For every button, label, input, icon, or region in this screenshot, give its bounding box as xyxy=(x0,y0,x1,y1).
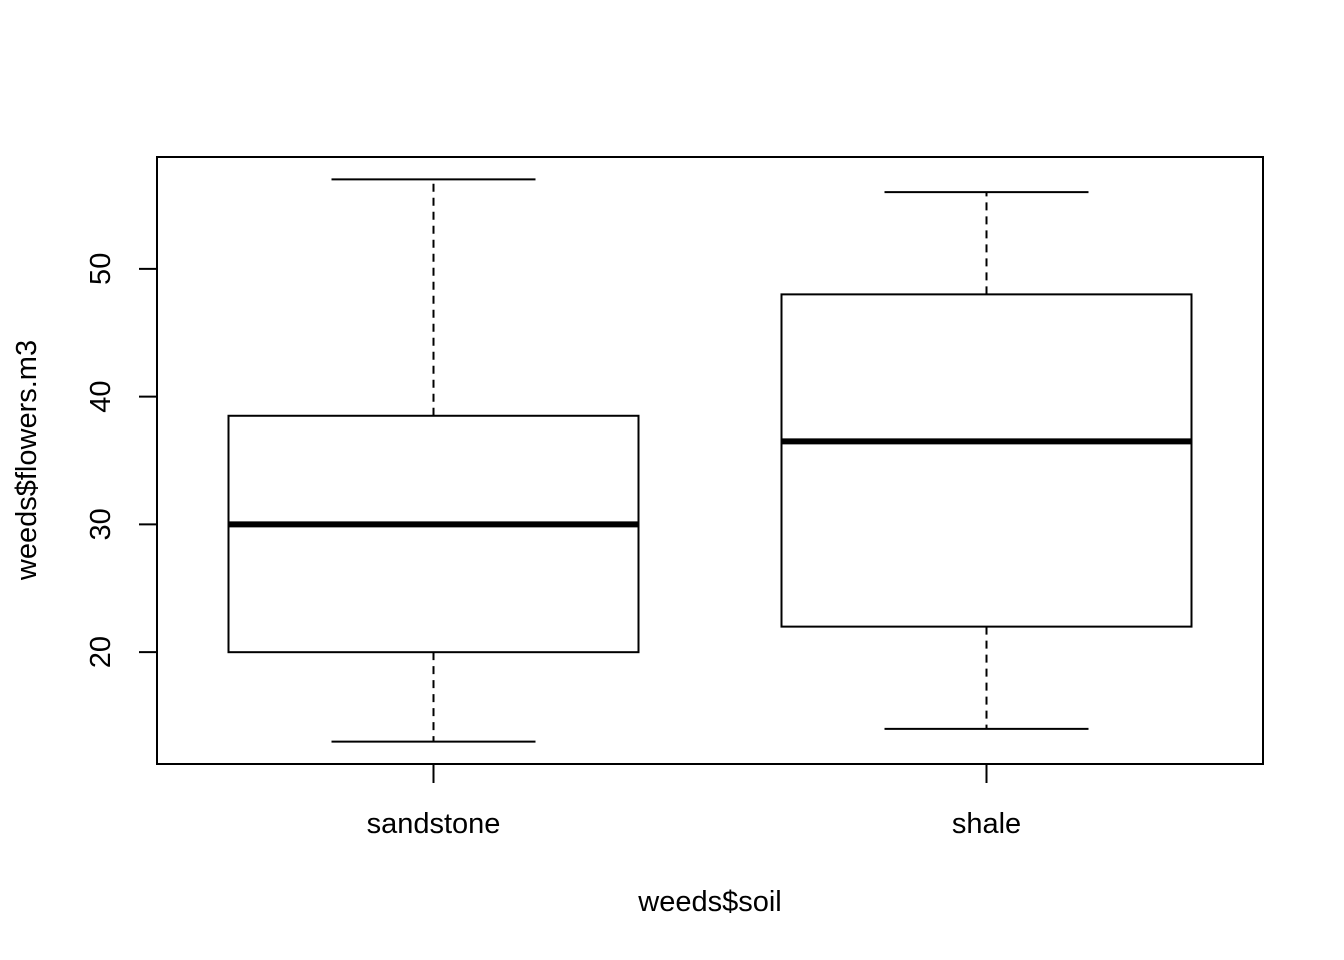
x-axis-title: weeds$soil xyxy=(637,886,781,918)
box-sandstone xyxy=(227,178,640,743)
iqr-box xyxy=(780,293,1193,628)
y-tick-label: 50 xyxy=(85,253,117,285)
iqr-box xyxy=(227,414,640,654)
y-tick-label: 40 xyxy=(85,380,117,412)
x-tick-label: sandstone xyxy=(367,808,501,840)
y-tick-label: 20 xyxy=(85,636,117,668)
x-tick-label: shale xyxy=(952,808,1021,840)
y-tick-label: 30 xyxy=(85,508,117,540)
box-shale xyxy=(780,191,1193,730)
box-group xyxy=(227,178,1193,743)
y-axis-title: weeds$flowers.m3 xyxy=(11,340,43,581)
y-axis: 20 30 40 50 xyxy=(85,253,158,668)
x-axis: sandstone shale xyxy=(367,764,1021,840)
